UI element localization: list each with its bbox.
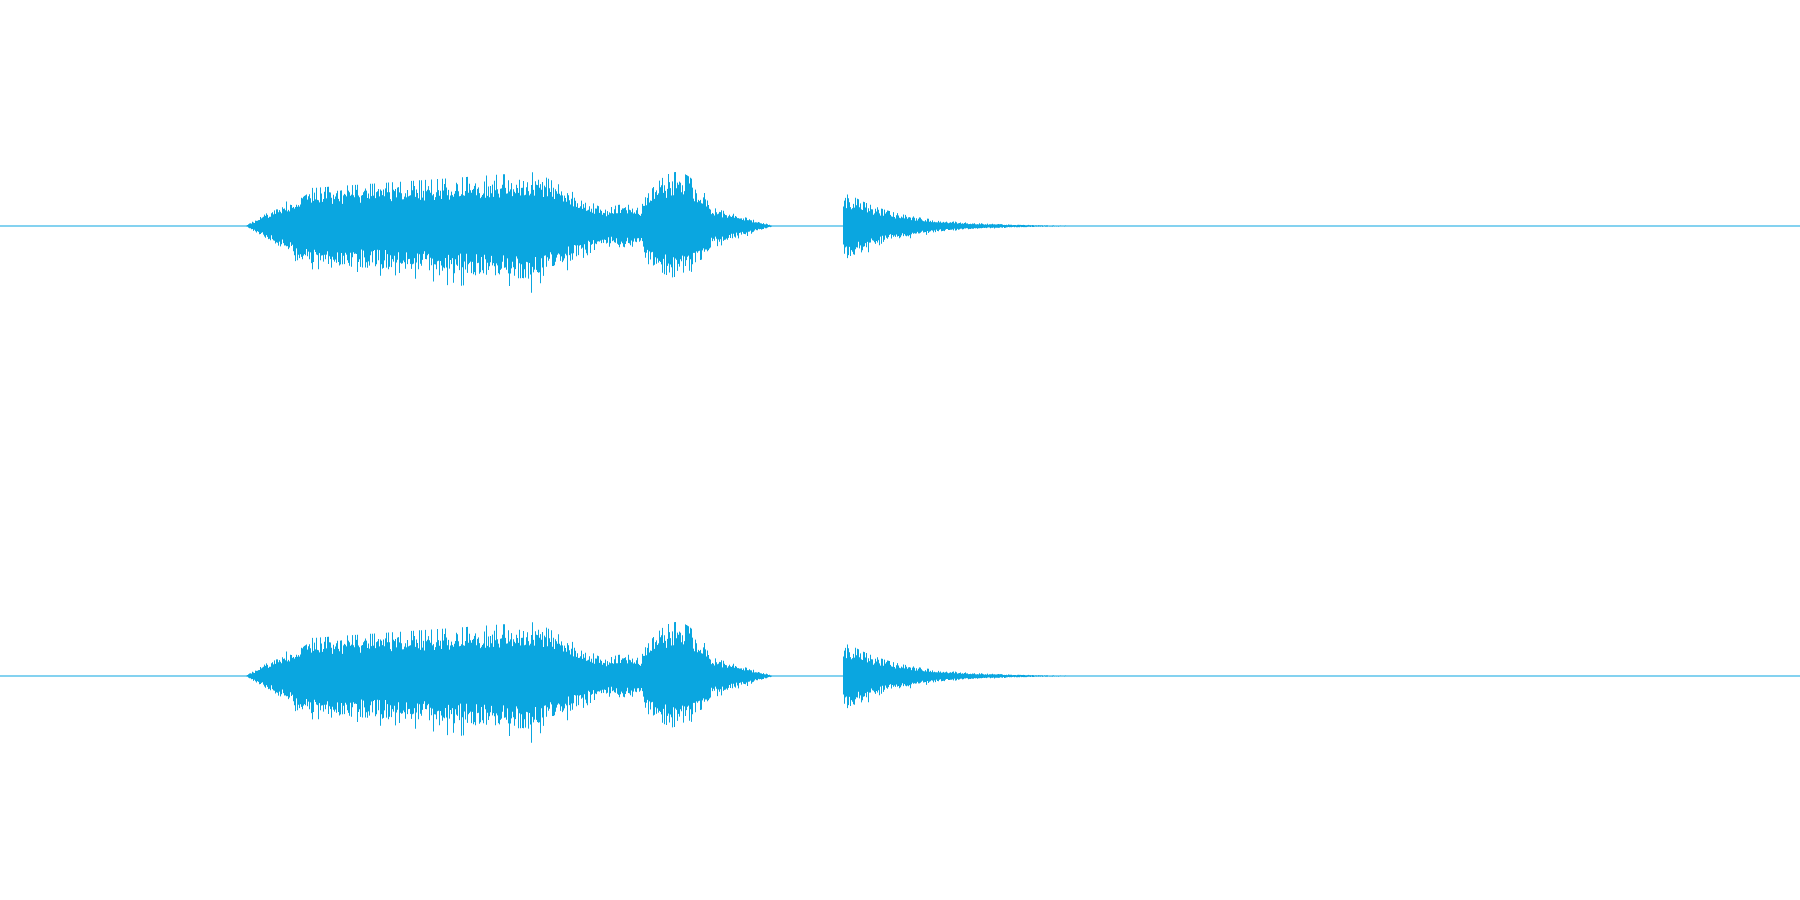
waveform-samples [245, 172, 1068, 293]
waveform-samples [245, 622, 1068, 743]
left-channel-waveform [0, 172, 1800, 293]
right-channel-waveform [0, 622, 1800, 743]
